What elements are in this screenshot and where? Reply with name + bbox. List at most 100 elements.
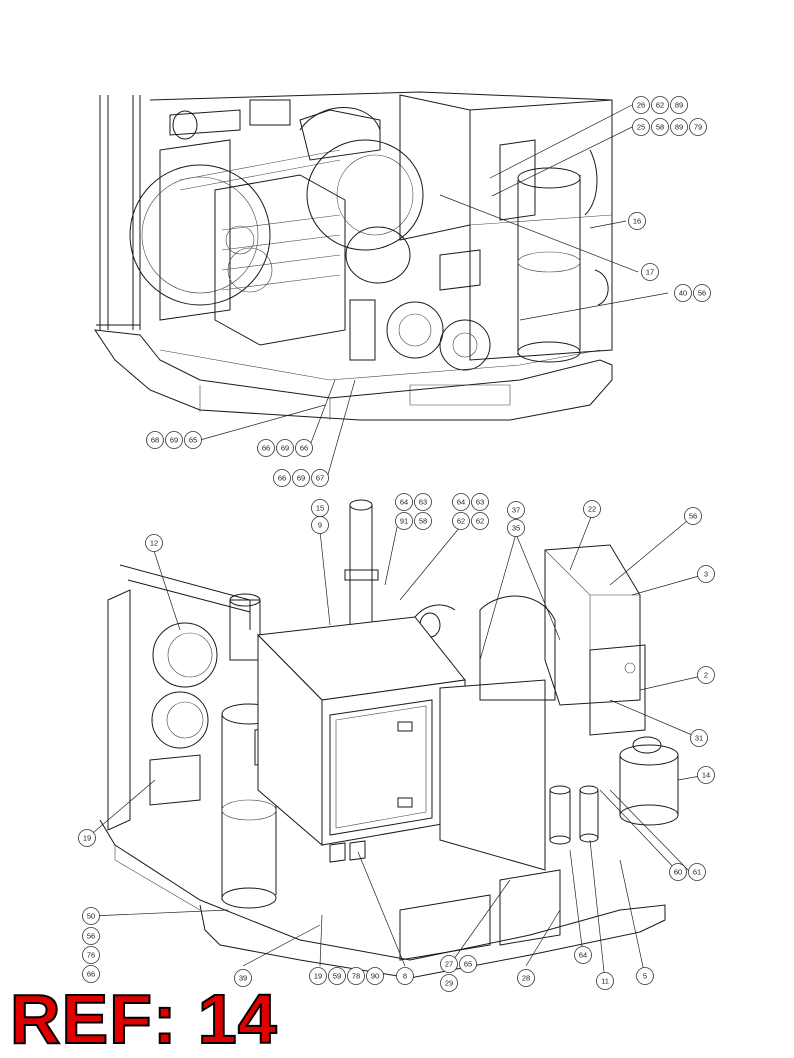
svg-text:3: 3 <box>704 570 708 579</box>
balloon: 59 <box>328 967 346 985</box>
svg-text:64: 64 <box>400 498 408 507</box>
balloon: 67 <box>311 469 329 487</box>
balloon: 37 <box>507 501 525 519</box>
balloon: 2 <box>697 666 715 684</box>
balloon: 63 <box>471 493 489 511</box>
svg-text:26: 26 <box>637 101 645 110</box>
svg-text:62: 62 <box>656 101 664 110</box>
svg-text:56: 56 <box>689 512 697 521</box>
balloon: 78 <box>347 967 365 985</box>
balloon: 12 <box>145 534 163 552</box>
balloon: 26 <box>632 96 650 114</box>
balloon: 50 <box>82 907 100 925</box>
top-view-drawing <box>93 91 613 421</box>
balloon: 25 <box>632 118 650 136</box>
svg-text:40: 40 <box>679 289 687 298</box>
svg-text:56: 56 <box>87 932 95 941</box>
svg-text:25: 25 <box>637 123 645 132</box>
svg-text:66: 66 <box>300 444 308 453</box>
svg-text:69: 69 <box>170 436 178 445</box>
svg-text:12: 12 <box>150 539 158 548</box>
svg-text:19: 19 <box>83 834 91 843</box>
balloon: 17 <box>641 263 659 281</box>
balloon: 14 <box>697 766 715 784</box>
svg-text:56: 56 <box>698 289 706 298</box>
svg-text:37: 37 <box>512 506 520 515</box>
balloon: 91 <box>395 512 413 530</box>
svg-text:9: 9 <box>318 521 322 530</box>
svg-text:39: 39 <box>239 974 247 983</box>
svg-text:65: 65 <box>189 436 197 445</box>
balloon: 62 <box>471 512 489 530</box>
svg-text:29: 29 <box>445 979 453 988</box>
balloon: 58 <box>414 512 432 530</box>
svg-text:89: 89 <box>675 123 683 132</box>
balloon: 64 <box>395 493 413 511</box>
svg-text:66: 66 <box>262 444 270 453</box>
svg-text:16: 16 <box>633 217 641 226</box>
balloon: 31 <box>690 729 708 747</box>
balloon: 8 <box>396 967 414 985</box>
top-view-leaders <box>199 104 669 479</box>
balloon: 76 <box>82 946 100 964</box>
balloon: 16 <box>628 212 646 230</box>
svg-text:14: 14 <box>702 771 710 780</box>
balloon: 5 <box>636 967 654 985</box>
balloon: 69 <box>165 431 183 449</box>
svg-text:66: 66 <box>278 474 286 483</box>
balloon: 19 <box>309 967 327 985</box>
svg-text:22: 22 <box>588 505 596 514</box>
svg-text:67: 67 <box>316 474 324 483</box>
balloon: 65 <box>184 431 202 449</box>
bottom-view-leaders <box>86 515 707 982</box>
svg-text:90: 90 <box>371 972 379 981</box>
bottom-view-drawing <box>99 499 679 979</box>
balloon: 62 <box>452 512 470 530</box>
balloon: 61 <box>688 863 706 881</box>
balloon: 66 <box>257 439 275 457</box>
balloon: 89 <box>670 118 688 136</box>
svg-text:63: 63 <box>419 498 427 507</box>
svg-text:5: 5 <box>643 972 647 981</box>
svg-text:61: 61 <box>693 868 701 877</box>
svg-text:68: 68 <box>151 436 159 445</box>
reference-label: REF: 14 <box>9 980 278 1058</box>
balloon: 66 <box>295 439 313 457</box>
balloon: 22 <box>583 500 601 518</box>
balloon: 62 <box>651 96 669 114</box>
balloon: 68 <box>146 431 164 449</box>
balloon: 89 <box>670 96 688 114</box>
svg-text:59: 59 <box>333 972 341 981</box>
top-view-balloons: 26 62 89 25 58 89 79 16 17 40 56 68 69 6… <box>146 96 711 487</box>
svg-text:11: 11 <box>601 977 609 986</box>
svg-text:63: 63 <box>476 498 484 507</box>
svg-text:69: 69 <box>297 474 305 483</box>
svg-text:27: 27 <box>445 960 453 969</box>
balloon: 56 <box>684 507 702 525</box>
svg-text:35: 35 <box>512 524 520 533</box>
svg-text:64: 64 <box>579 951 587 960</box>
svg-text:89: 89 <box>675 101 683 110</box>
balloon: 58 <box>651 118 669 136</box>
svg-text:76: 76 <box>87 951 95 960</box>
svg-text:58: 58 <box>656 123 664 132</box>
balloon: 64 <box>452 493 470 511</box>
balloon: 11 <box>596 972 614 990</box>
svg-text:19: 19 <box>314 972 322 981</box>
balloon: 35 <box>507 519 525 537</box>
svg-text:62: 62 <box>476 517 484 526</box>
balloon: 56 <box>693 284 711 302</box>
svg-text:66: 66 <box>87 970 95 979</box>
bottom-view-balloons: 15 9 64 63 91 58 64 63 62 62 37 35 22 56… <box>78 493 715 992</box>
svg-text:50: 50 <box>87 912 95 921</box>
svg-text:91: 91 <box>400 517 408 526</box>
balloon: 64 <box>574 946 592 964</box>
balloon: 3 <box>697 565 715 583</box>
balloon: 79 <box>689 118 707 136</box>
svg-text:60: 60 <box>674 868 682 877</box>
balloon: 15 <box>311 499 329 517</box>
svg-text:15: 15 <box>316 504 324 513</box>
svg-text:58: 58 <box>419 517 427 526</box>
svg-text:64: 64 <box>457 498 465 507</box>
balloon: 29 <box>440 974 458 992</box>
